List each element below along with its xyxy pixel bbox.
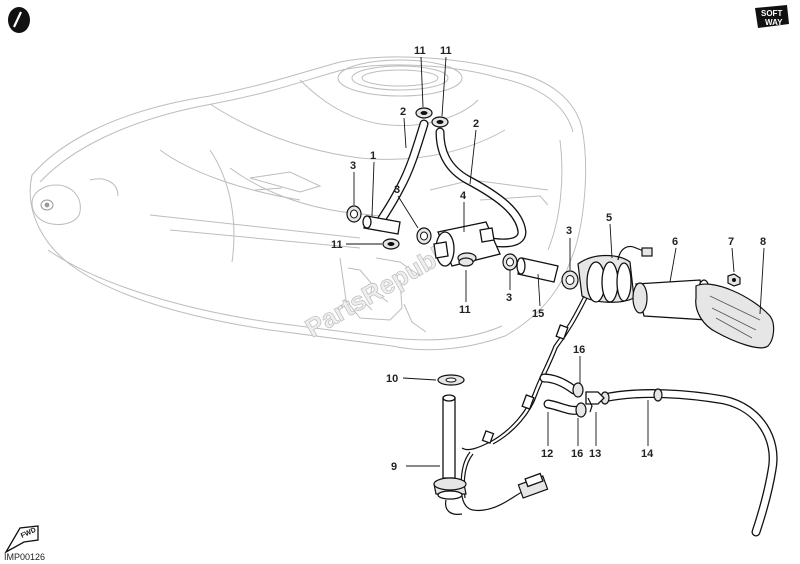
callout-5: 5 — [606, 212, 612, 224]
hoses-12 — [539, 373, 583, 415]
callout-3: 3 — [350, 160, 356, 172]
softway-logo: SOFT WAY — [755, 5, 789, 28]
corner-mark-icon — [8, 7, 30, 33]
callout-3: 3 — [506, 292, 512, 304]
pump-boot-5 — [577, 245, 653, 303]
callout-11: 11 — [459, 304, 471, 316]
clamp-11c — [382, 238, 400, 250]
fuel-tank-ghost-outline — [29, 56, 587, 351]
callout-11: 11 — [331, 239, 343, 251]
logo-line-1: SOFT — [761, 9, 782, 18]
nut-7 — [727, 273, 741, 287]
tank-cap-ghost — [31, 184, 81, 225]
clamp-3a — [346, 205, 362, 223]
drawing-code: IMP00126 — [4, 552, 45, 562]
callout-12: 12 — [541, 448, 553, 460]
callout-3: 3 — [394, 184, 400, 196]
callout-8: 8 — [760, 236, 766, 248]
clamps-16 — [572, 382, 587, 418]
callout-1: 1 — [370, 150, 376, 162]
connector-13 — [585, 391, 605, 413]
callout-7: 7 — [728, 236, 734, 248]
logo-line-2: WAY — [765, 18, 783, 27]
callout-10: 10 — [386, 373, 398, 385]
clamp-3b — [416, 227, 432, 245]
callout-13: 13 — [589, 448, 601, 460]
callout-16: 16 — [573, 344, 585, 356]
grommet-10 — [437, 374, 465, 386]
fuel-line-14 — [599, 388, 778, 537]
sleeve-15 — [516, 257, 559, 283]
callout-labels: 11 11 2 2 3 1 3 4 11 11 3 3 15 5 6 7 8 1… — [331, 45, 766, 473]
valve-4 — [433, 221, 501, 267]
pipe-1 — [362, 215, 401, 235]
callout-16: 16 — [571, 448, 583, 460]
level-sender-9 — [433, 394, 549, 515]
breather-hoses — [375, 119, 527, 248]
callout-9: 9 — [391, 461, 397, 473]
callout-3: 3 — [566, 225, 572, 237]
callout-11: 11 — [440, 45, 452, 57]
clamp-11d — [458, 257, 474, 267]
callout-15: 15 — [532, 308, 544, 320]
callout-11: 11 — [414, 45, 426, 57]
clamp-3d — [561, 270, 579, 290]
forward-arrow-icon: FWD — [4, 525, 39, 554]
callout-2: 2 — [400, 106, 406, 118]
hose-clamps-top — [415, 107, 449, 128]
leader-lines — [346, 56, 765, 467]
wiring-harness — [460, 295, 588, 512]
callout-14: 14 — [641, 448, 654, 460]
clamp-3c — [502, 253, 518, 271]
callout-4: 4 — [460, 190, 467, 202]
callout-2: 2 — [473, 118, 479, 130]
callout-6: 6 — [672, 236, 678, 248]
filter-8 — [695, 283, 775, 349]
